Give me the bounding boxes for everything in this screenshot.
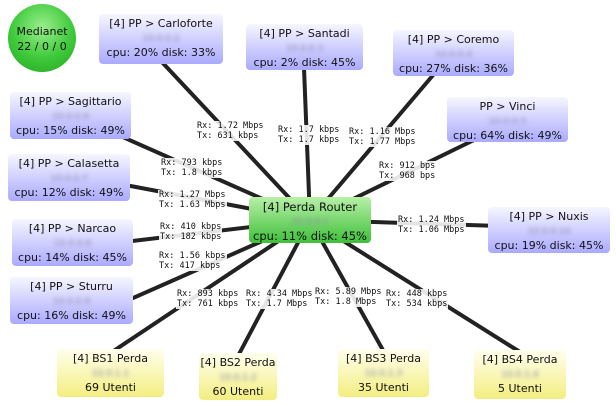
- link-coremo: [308, 72, 436, 222]
- alert-counts: 22 / 0 / 0: [17, 40, 67, 53]
- network-summary-badge[interactable]: Medianet 22 / 0 / 0: [8, 4, 76, 72]
- network-name: Medianet: [16, 25, 68, 38]
